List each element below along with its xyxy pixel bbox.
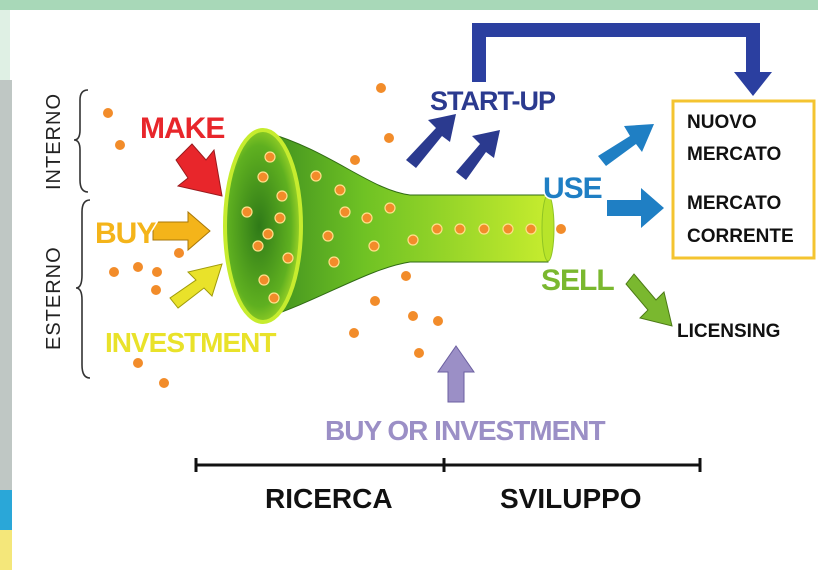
make-arrow xyxy=(175,143,223,197)
make-label: MAKE xyxy=(140,112,224,145)
left-blue-strip xyxy=(0,490,12,530)
timeline-axis xyxy=(194,458,702,472)
buy-arrow xyxy=(152,210,211,252)
scattered-dots xyxy=(103,83,566,388)
investment-arrow xyxy=(169,263,223,309)
buy-label: BUY xyxy=(95,217,156,250)
use-arrows xyxy=(598,124,664,228)
startup-arrows xyxy=(406,114,500,180)
left-photo-strip xyxy=(0,80,12,490)
market-box xyxy=(671,99,816,260)
sell-label: SELL xyxy=(541,264,614,297)
esterno-label: ESTERNO xyxy=(43,246,65,350)
funnel-dots xyxy=(241,151,537,304)
mercato-corrente-line1: MERCATO xyxy=(687,193,781,214)
use-label: USE xyxy=(543,172,602,205)
ricerca-label: RICERCA xyxy=(265,483,393,514)
buy-or-investment-arrow xyxy=(437,345,475,403)
interno-label: INTERNO xyxy=(43,93,65,190)
investment-label: INVESTMENT xyxy=(105,327,276,358)
buy-or-investment-label: BUY OR INVESTMENT xyxy=(325,415,606,446)
mercato-corrente-line2: CORRENTE xyxy=(687,226,794,247)
nuovo-mercato-line1: NUOVO xyxy=(687,112,757,133)
nuovo-mercato-line2: MERCATO xyxy=(687,144,781,165)
frame-top-border xyxy=(0,0,818,10)
startup-to-market-arrow xyxy=(472,23,772,96)
sviluppo-label: SVILUPPO xyxy=(500,483,642,514)
sell-arrow xyxy=(625,273,673,327)
innovation-funnel xyxy=(223,128,555,324)
startup-label: START-UP xyxy=(430,86,556,116)
left-yellow-strip xyxy=(0,530,12,570)
esterno-brace xyxy=(75,199,91,379)
licensing-label: LICENSING xyxy=(677,321,780,342)
interno-brace xyxy=(73,89,89,193)
